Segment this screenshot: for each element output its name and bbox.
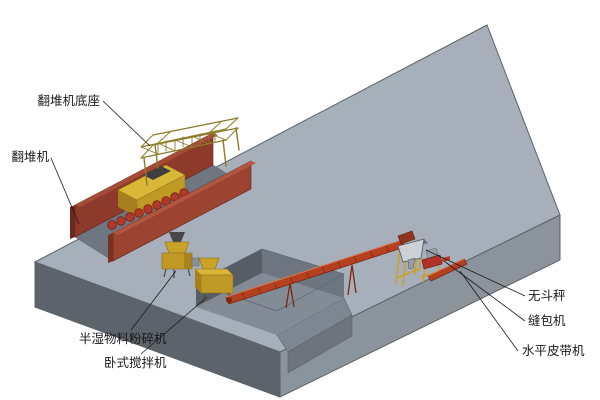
trench-near-wall-endcap	[108, 233, 113, 263]
leader-scale	[425, 249, 526, 297]
pit-front-notch	[276, 297, 353, 374]
compost-turner-machine	[107, 164, 189, 230]
leader-belt	[459, 270, 519, 352]
mixer-body-front	[200, 274, 234, 294]
rotor-disc	[152, 200, 162, 210]
crusher-motor	[191, 257, 200, 267]
label-belt: 水平皮带机	[522, 343, 585, 358]
leader-bagging	[443, 260, 526, 322]
gantry-back-rail-verticals	[165, 130, 216, 152]
turner-rotor-discs	[107, 188, 189, 230]
conveyor-truss-ticks	[241, 244, 390, 300]
crusher-body-shade	[184, 253, 192, 269]
rotor-disc	[125, 212, 135, 222]
gantry-end-connectors	[140, 117, 239, 159]
label-crusher: 半湿物料粉碎机	[79, 331, 167, 346]
scale-hopper-body	[397, 238, 425, 263]
trench-near-wall-top	[113, 161, 256, 235]
leader-turner-base	[102, 100, 151, 147]
notch-vertical-face	[287, 314, 353, 374]
compost-turner-base-gantry	[140, 117, 240, 186]
gantry-truss-bracing	[140, 132, 227, 155]
conveyor-tail-pulley	[226, 297, 232, 303]
hopperless-scale	[395, 238, 428, 287]
label-mixer: 卧式搅拌机	[104, 355, 167, 370]
rotor-disc	[143, 204, 153, 214]
label-turner-base: 翻堆机底座	[37, 93, 100, 108]
rotor-disc	[116, 216, 126, 226]
scale-discharge-chute	[407, 257, 416, 270]
label-scale: 无斗秤	[528, 288, 566, 303]
trench-far-wall-endcap	[70, 205, 75, 239]
conveyor-belt-highlight	[225, 239, 403, 298]
rotor-disc	[107, 220, 117, 230]
mixer-body-side	[195, 269, 201, 293]
crusher-hopper	[164, 241, 190, 254]
leader-mixer	[140, 296, 208, 355]
crusher-machine	[161, 232, 200, 278]
crusher-inlet-dark	[169, 232, 185, 242]
gantry-legs	[143, 127, 240, 186]
bagging-body	[421, 254, 443, 270]
mixer-body-top	[194, 268, 234, 276]
inclined-belt-conveyor	[225, 230, 416, 309]
gantry-front-rails	[140, 128, 227, 159]
horizontal-belt-highlight	[427, 258, 465, 277]
gantry-back-rails	[152, 117, 239, 146]
leader-crusher	[130, 270, 177, 331]
compost-turner-trench	[70, 132, 256, 263]
label-bagging: 缝包机	[528, 313, 566, 328]
turner-motor-box	[143, 166, 171, 180]
leader-turner	[50, 157, 80, 225]
conveyor-head-box	[397, 230, 416, 245]
label-turner: 翻堆机	[11, 149, 49, 164]
conveyor-support-legs	[285, 264, 357, 309]
trench-far-wall-top	[75, 133, 218, 207]
rotor-disc	[134, 208, 144, 218]
callouts: 翻堆机底座 翻堆机 半湿物料粉碎机 卧式搅拌机 无斗秤 缝包机 水平皮带机	[11, 93, 585, 370]
turner-body-side	[118, 190, 137, 217]
pit-rim-outline	[195, 248, 345, 312]
